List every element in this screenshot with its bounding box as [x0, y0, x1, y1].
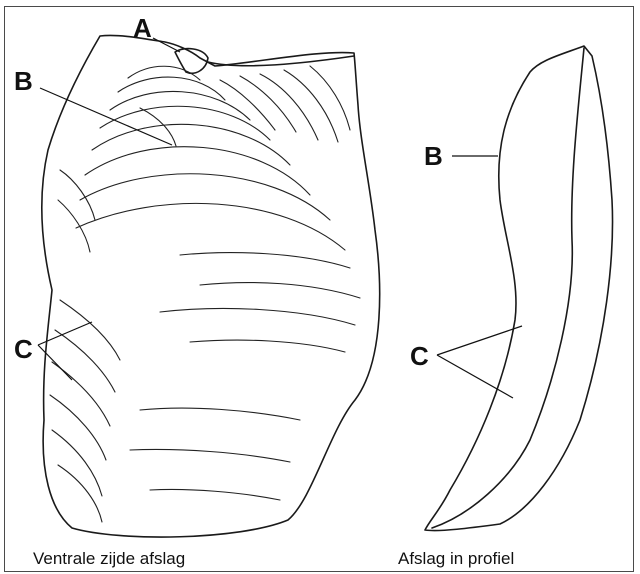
ripple-lines: [50, 66, 360, 522]
label-c-left: C: [14, 334, 33, 364]
leader-c-left-upper: [38, 322, 92, 345]
profile-inner-edge: [432, 48, 584, 528]
leader-c-left-lower: [38, 345, 72, 380]
label-b-left: B: [14, 66, 33, 96]
caption-profile: Afslag in profiel: [398, 549, 514, 568]
caption-ventral: Ventrale zijde afslag: [33, 549, 185, 568]
label-b-right: B: [424, 141, 443, 171]
label-a: A: [133, 13, 152, 43]
label-c-right: C: [410, 341, 429, 371]
